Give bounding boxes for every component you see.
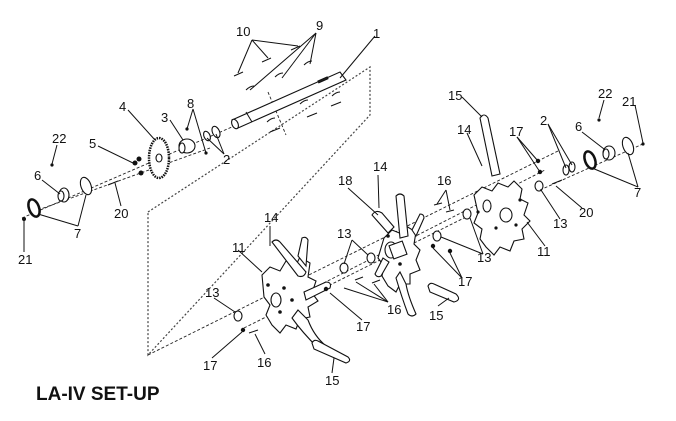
spacer — [534, 180, 544, 192]
tine-bar — [427, 282, 460, 303]
callout-5: 5 — [89, 136, 96, 151]
flangette — [27, 198, 41, 218]
callout-14: 14 — [373, 159, 387, 174]
bolt — [248, 329, 259, 334]
callout-17: 17 — [356, 319, 370, 334]
callout-21: 21 — [18, 252, 32, 267]
callout-13: 13 — [205, 285, 219, 300]
callout-14: 14 — [457, 122, 471, 137]
nut — [136, 156, 142, 162]
callout-labels: 1 2 2 3 4 5 6 6 7 7 8 9 10 11 11 13 13 1… — [18, 18, 641, 388]
grease-fitting — [597, 118, 601, 122]
bolt — [354, 276, 364, 281]
callout-20: 20 — [579, 205, 593, 220]
bolt — [445, 209, 455, 213]
lock-nut — [240, 327, 246, 333]
callout-14: 14 — [264, 210, 278, 225]
assembly-axis — [147, 149, 561, 356]
callout-9: 9 — [316, 18, 323, 33]
callout-13: 13 — [553, 216, 567, 231]
drive-sprocket — [147, 136, 171, 180]
callout-11: 11 — [232, 240, 246, 255]
callout-18: 18 — [338, 173, 352, 188]
sprocket-hub — [178, 138, 196, 154]
washer — [203, 130, 211, 142]
bearing — [602, 145, 616, 161]
washer — [562, 164, 570, 176]
spacer — [462, 208, 472, 220]
callout-13: 13 — [337, 226, 351, 241]
callout-4: 4 — [119, 99, 126, 114]
nut — [138, 170, 144, 176]
hex-shaft — [231, 71, 347, 130]
spacer — [233, 310, 243, 322]
flangette — [583, 150, 597, 170]
flangette — [621, 136, 635, 156]
callout-7: 7 — [634, 185, 641, 200]
tine-plate-assembly — [371, 193, 425, 317]
spacer — [366, 252, 376, 264]
callout-6: 6 — [575, 119, 582, 134]
bearing — [57, 187, 70, 203]
callout-17: 17 — [203, 358, 217, 373]
spacer — [339, 262, 349, 274]
callout-22: 22 — [52, 131, 66, 146]
tine-plate-assembly — [473, 114, 531, 256]
callout-1: 1 — [373, 26, 380, 41]
tine-plate-assembly — [261, 236, 332, 351]
flangette — [79, 176, 93, 196]
lock-nut — [430, 243, 436, 249]
lock-nut — [323, 286, 329, 292]
diagram-title: LA-IV SET-UP — [36, 384, 160, 405]
callout-21: 21 — [622, 94, 636, 109]
callout-16: 16 — [387, 302, 401, 317]
callout-15: 15 — [448, 88, 462, 103]
leader-lines — [23, 32, 644, 374]
callout-15: 15 — [325, 373, 339, 388]
tine-bar — [311, 339, 351, 364]
spacer — [432, 230, 442, 242]
callout-8: 8 — [187, 96, 194, 111]
nut — [132, 160, 138, 166]
callout-6: 6 — [34, 168, 41, 183]
bolt — [433, 202, 443, 206]
callout-11: 11 — [537, 244, 551, 259]
callout-2: 2 — [540, 113, 547, 128]
callout-15: 15 — [429, 308, 443, 323]
callout-17: 17 — [458, 274, 472, 289]
grease-fitting — [50, 163, 54, 167]
bolt — [107, 180, 119, 186]
cotter-pin — [641, 142, 645, 146]
callout-16: 16 — [257, 355, 271, 370]
callout-2: 2 — [223, 152, 230, 167]
washer — [211, 125, 221, 139]
assembly-axis — [267, 91, 287, 136]
bolt — [371, 279, 381, 284]
assembly-axis — [309, 169, 546, 291]
cotter-pin — [22, 217, 26, 221]
callout-22: 22 — [598, 86, 612, 101]
callout-3: 3 — [161, 110, 168, 125]
callout-13: 13 — [477, 250, 491, 265]
bolt — [551, 179, 563, 185]
washer — [568, 161, 576, 173]
callout-20: 20 — [114, 206, 128, 221]
callout-7: 7 — [74, 226, 81, 241]
detail-outline-box — [147, 65, 371, 357]
shaft-keys — [233, 45, 342, 133]
callout-10: 10 — [236, 24, 250, 39]
callout-17: 17 — [509, 124, 523, 139]
lock-nut — [447, 248, 453, 254]
callout-16: 16 — [437, 173, 451, 188]
